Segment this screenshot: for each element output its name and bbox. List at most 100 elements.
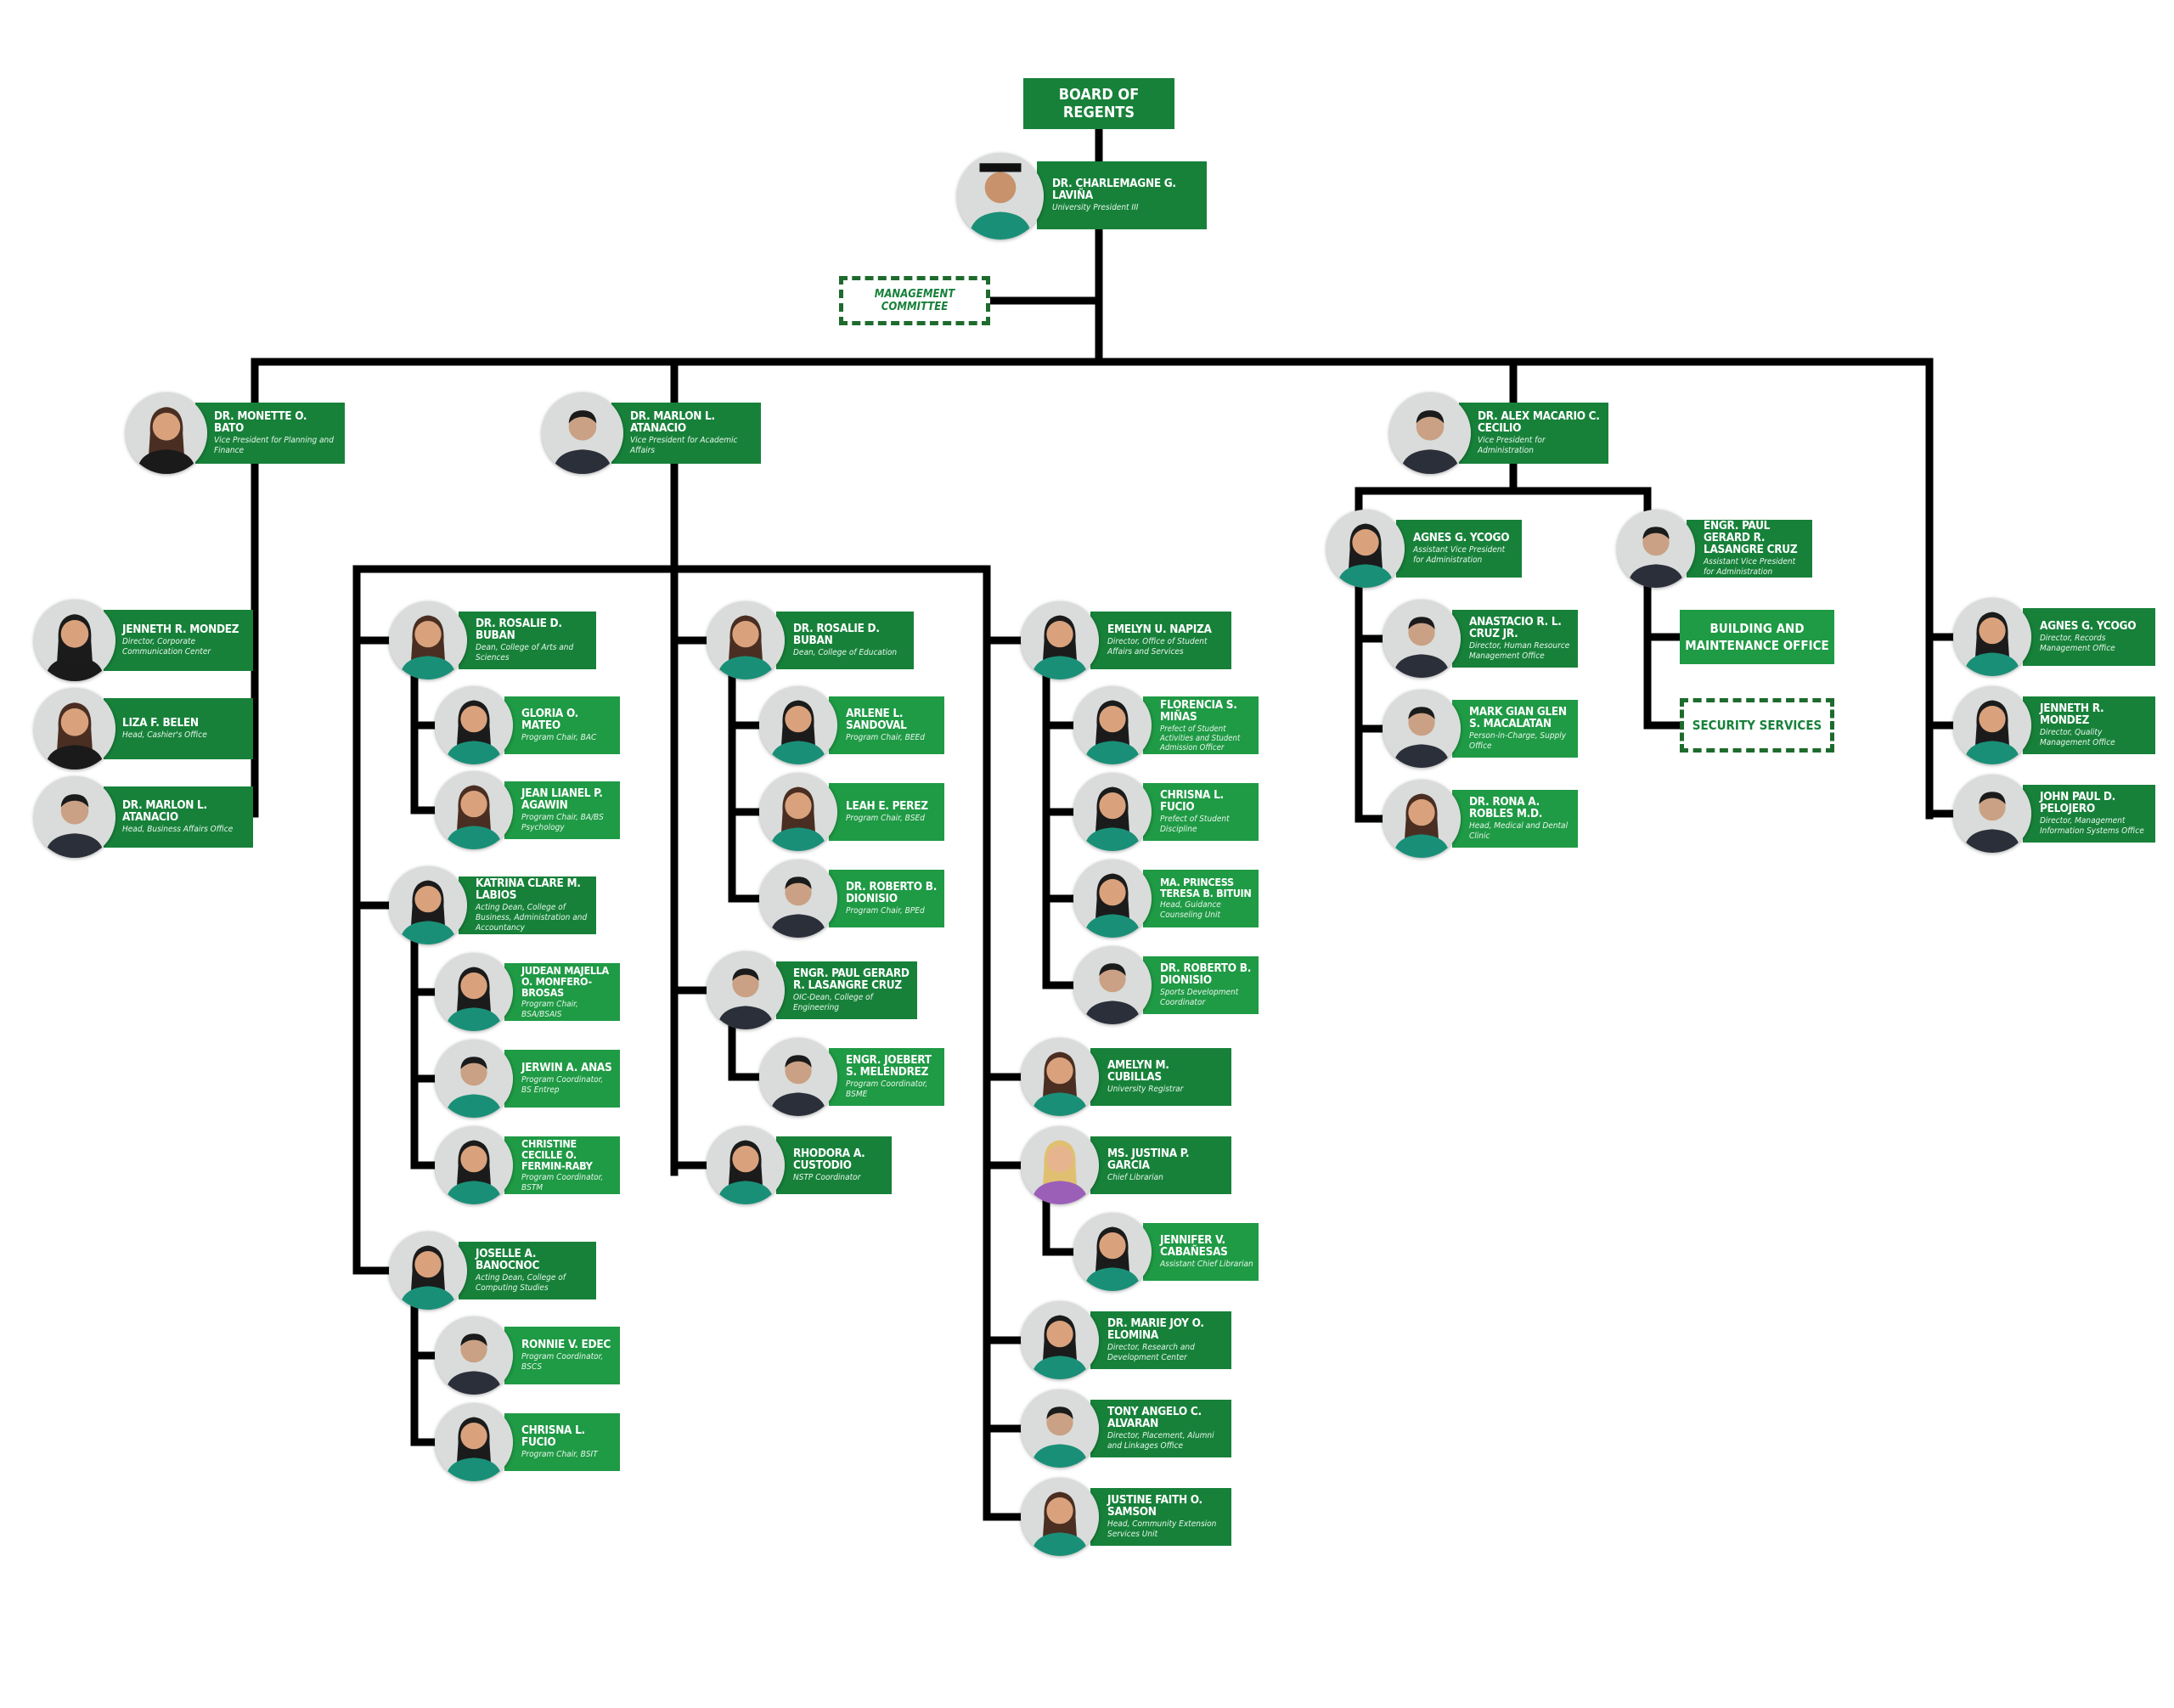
person-name: LIZA F. BELEN [122,716,199,730]
person-silhouette-icon [707,951,785,1029]
avatar [759,773,837,851]
avatar [126,392,207,474]
person-role: Vice President for Administration [1478,436,1546,455]
avatar [1073,946,1152,1024]
person-role: Dean, College of Education [793,648,898,657]
person-silhouette-icon [435,771,513,849]
person-name: LEAH E. PEREZ [846,799,928,813]
card: MS. JUSTINA P. GARCIA Chief Librarian [1090,1136,1231,1194]
person-silhouette-icon [1021,1390,1099,1468]
avatar [435,1403,513,1481]
person-silhouette-icon [389,1232,467,1310]
person-name: DR. CHARLEMAGNE G. LAVIÑA [1052,177,1176,202]
card: CHRISNA L. FUCIO Prefect of Student Disc… [1143,783,1259,841]
card: DR. MARLON L. ATANACIO Head, Business Af… [104,786,253,848]
person-role: Head, Medical and Dental Clinic [1469,821,1569,841]
person-silhouette-icon [435,1403,513,1481]
card: JENNIFER V. CABAÑESAS Assistant Chief Li… [1143,1223,1259,1281]
avatar [389,1232,467,1310]
person-role: Person-in-Charge, Supply Office [1469,731,1567,751]
card: AMELYN M. CUBILLAS University Registrar [1090,1048,1231,1106]
avatar [34,688,115,769]
person-name: RHODORA A. CUSTODIO [793,1147,865,1172]
person-role: University President III [1052,203,1139,212]
card: LEAH E. PEREZ Program Chair, BSEd [829,783,944,841]
person-name: DR. ROBERTO B. DIONISIO [846,880,938,905]
person-silhouette-icon [389,866,467,944]
avatar [435,686,513,764]
card: GLORIA O. MATEO Program Chair, BAC [504,696,620,754]
card: CHRISTINE CECILLE O. FERMIN-RABY Program… [504,1136,620,1194]
person-role: Head, Cashier's Office [122,730,207,740]
person-name: JENNETH R. MONDEZ [2040,702,2104,727]
person-silhouette-icon [1617,510,1695,588]
person-silhouette-icon [1383,690,1461,768]
avatar [707,951,785,1029]
card: DR. ROBERTO B. DIONISIO Sports Developme… [1143,956,1259,1014]
board-of-regents-box: BOARD OF REGENTS [1023,78,1174,129]
card: ENGR. JOEBERT S. MELENDREZ Program Coord… [829,1048,944,1106]
person-role: Dean, College of Arts and Sciences [476,643,574,662]
card: LIZA F. BELEN Head, Cashier's Office [104,698,253,759]
person-silhouette-icon [1021,1478,1099,1556]
person-name: DR. ALEX MACARIO C. CECILIO [1478,409,1600,435]
person-silhouette-icon [1383,600,1461,678]
person-role: Head, Community Extension Services Unit [1107,1519,1217,1539]
card: DR. RONA A. ROBLES M.D. Head, Medical an… [1452,790,1578,848]
building-maintenance-box: BUILDING AND MAINTENANCE OFFICE [1680,610,1834,664]
person-silhouette-icon [1021,1038,1099,1116]
person-name: MA. PRINCESS TERESA B. BITUIN [1160,876,1252,899]
person-name: JOSELLE A. BANOCNOC [476,1247,540,1272]
person-name: ENGR. PAUL GERARD R. LASANGRE CRUZ [793,967,910,992]
person-name: CHRISNA L. FUCIO [521,1423,585,1449]
person-role: Program Chair, BSEd [846,814,925,823]
person-silhouette-icon [957,153,1044,240]
person-silhouette-icon [435,1126,513,1204]
person-name: MS. JUSTINA P. GARCIA [1107,1147,1190,1172]
person-silhouette-icon [435,1316,513,1395]
person-role: Program Coordinator, BSCS [521,1352,604,1372]
person-name: KATRINA CLARE M. LABIOS [476,877,581,902]
person-silhouette-icon [1073,860,1152,938]
person-role: Director, Research and Development Cente… [1107,1343,1195,1362]
person-name: DR. MARLON L. ATANACIO [630,409,715,435]
avatar [1073,1213,1152,1291]
management-committee-box: MANAGEMENT COMMITTEE [839,276,990,325]
person-name: JUSTINE FAITH O. SAMSON [1107,1493,1202,1519]
person-name: AGNES G. YCOGO [1413,531,1510,544]
card: DR. MONETTE O. BATO Vice President for P… [195,403,345,464]
card: ENGR. PAUL GERARD R. LASANGRE CRUZ OIC-D… [776,961,917,1019]
person-silhouette-icon [1021,1301,1099,1379]
card: ARLENE L. SANDOVAL Program Chair, BEEd [829,696,944,754]
person-name: RONNIE V. EDEC [521,1338,611,1351]
card: CHRISNA L. FUCIO Program Chair, BSIT [504,1413,620,1471]
person-name: EMELYN U. NAPIZA [1107,623,1212,636]
avatar [759,686,837,764]
avatar [1073,686,1152,764]
person-silhouette-icon [1073,686,1152,764]
person-role: Chief Librarian [1107,1173,1163,1182]
person-silhouette-icon [1326,510,1405,588]
person-silhouette-icon [1021,1126,1099,1204]
person-name: FLORENCIA S. MIÑAS [1160,697,1237,724]
person-name: TONY ANGELO C. ALVARAN [1107,1405,1202,1430]
person-silhouette-icon [389,601,467,679]
person-role: Director, Management Information Systems… [2040,816,2144,836]
avatar [1383,690,1461,768]
card: AGNES G. YCOGO Assistant Vice President … [1396,520,1522,578]
card: RHODORA A. CUSTODIO NSTP Coordinator [776,1136,892,1194]
avatar [435,1040,513,1118]
person-silhouette-icon [1021,601,1099,679]
avatar [1073,773,1152,851]
person-name: MARK GIAN GLEN S. MACALATAN [1469,705,1567,730]
person-silhouette-icon [759,686,837,764]
avatar [389,866,467,944]
avatar [759,860,837,938]
person-name: AMELYN M. CUBILLAS [1107,1058,1169,1084]
person-silhouette-icon [435,953,513,1031]
person-role: Prefect of Student Discipline [1160,815,1230,834]
person-silhouette-icon [707,1126,785,1204]
person-silhouette-icon [759,773,837,851]
person-role: Program Coordinator, BSTM [521,1172,604,1192]
